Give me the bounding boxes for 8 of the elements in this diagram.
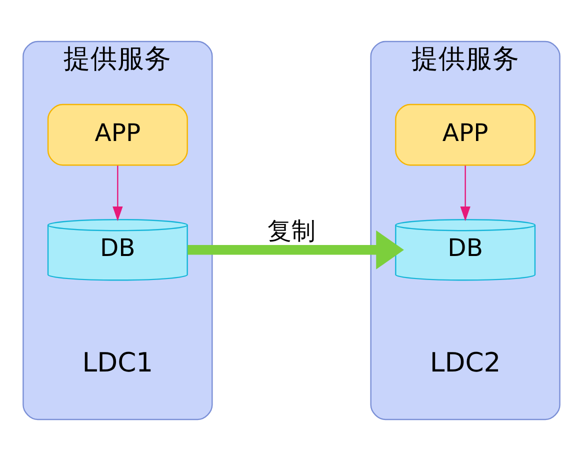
node-label: LDC1 — [82, 348, 154, 379]
arrow — [112, 166, 123, 222]
node-label: LDC2 — [430, 348, 501, 379]
arrow — [188, 230, 404, 270]
node-box: APP — [47, 104, 188, 166]
arrow — [460, 166, 470, 222]
node-box: APP — [395, 104, 536, 166]
edge-label: 复制 — [268, 216, 316, 245]
